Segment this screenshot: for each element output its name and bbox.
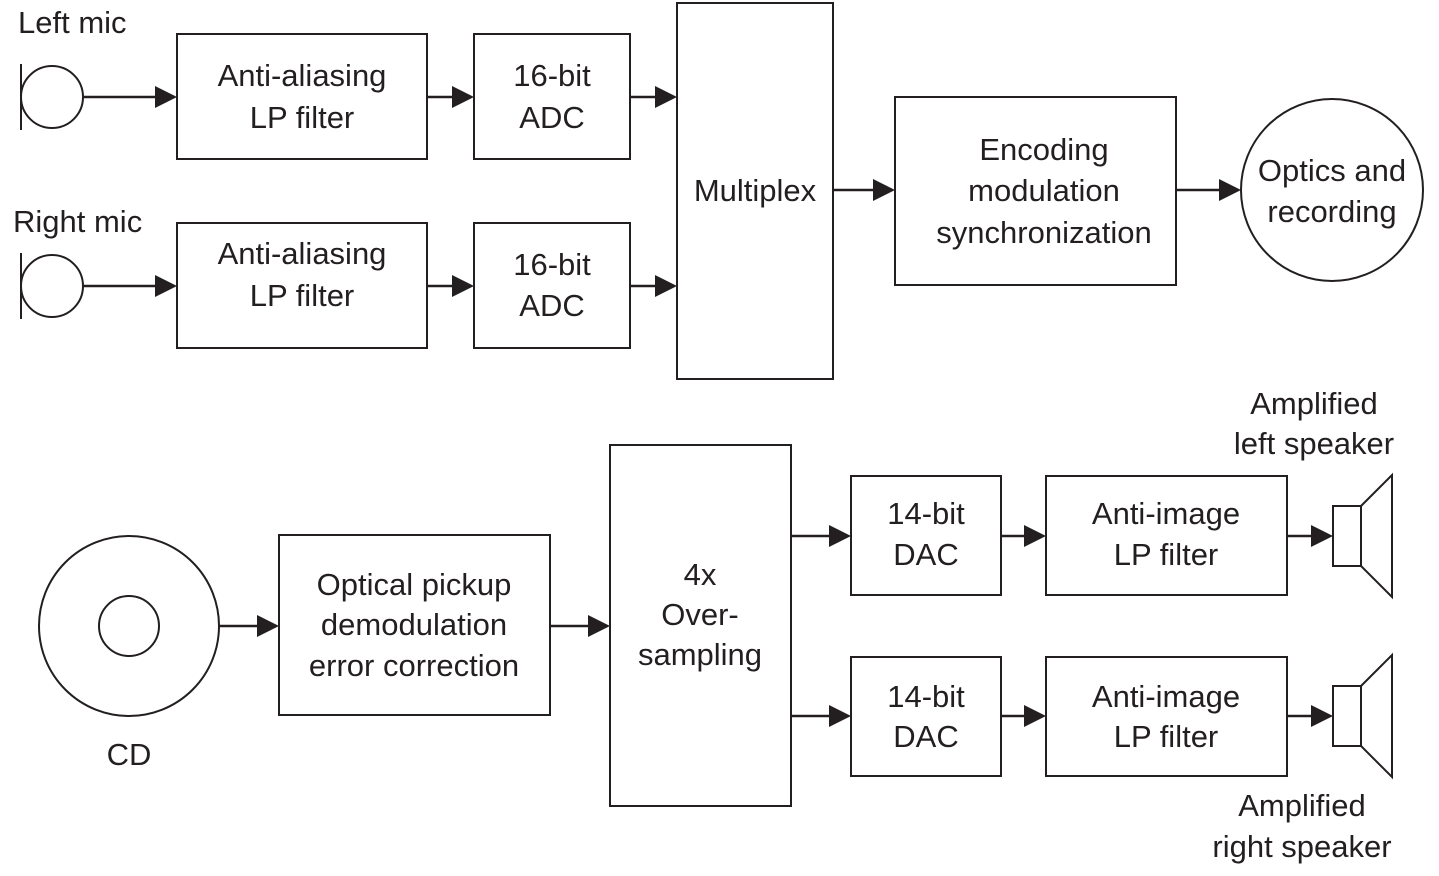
arrow-filter-to-adc-left bbox=[427, 86, 474, 108]
cd-label: CD bbox=[107, 737, 152, 772]
arrow-dac-bottom-to-antiimage bbox=[1001, 705, 1046, 727]
arrow-rightmic-to-filter bbox=[83, 275, 177, 297]
adc-left-line1: 16-bit bbox=[513, 58, 591, 93]
encoding-line1: Encoding bbox=[979, 132, 1108, 167]
right-speaker-label-line1: Amplified bbox=[1238, 788, 1366, 823]
arrow-antiimage-to-right-speaker bbox=[1287, 705, 1333, 727]
multiplex-block: Multiplex bbox=[676, 2, 834, 380]
antialias-right-line2: LP filter bbox=[250, 278, 355, 313]
oversampling-line2: Over- bbox=[661, 597, 739, 632]
arrow-filter-to-adc-right bbox=[427, 275, 474, 297]
right-speaker-icon bbox=[1332, 652, 1393, 780]
antiimage-top-line2: LP filter bbox=[1114, 537, 1219, 572]
arrow-multiplex-to-encoding bbox=[833, 179, 895, 201]
arrow-cd-to-pickup bbox=[219, 615, 279, 637]
adc-right: 16-bit ADC bbox=[473, 222, 631, 349]
encoding-line3: synchronization bbox=[936, 215, 1151, 250]
right-speaker-label-line2: right speaker bbox=[1212, 829, 1391, 864]
optics-line1: Optics and bbox=[1258, 153, 1406, 188]
adc-left-line2: ADC bbox=[519, 100, 584, 135]
encoding-block: Encoding modulation synchronization bbox=[894, 96, 1177, 286]
arrow-antiimage-to-left-speaker bbox=[1287, 525, 1333, 547]
left-mic-icon bbox=[20, 64, 84, 130]
dac-top-line1: 14-bit bbox=[887, 496, 965, 531]
arrow-dac-top-to-antiimage bbox=[1001, 525, 1046, 547]
optical-pickup-block: Optical pickup demodulation error correc… bbox=[278, 534, 551, 716]
pickup-line1: Optical pickup bbox=[317, 567, 512, 602]
right-mic-icon bbox=[20, 253, 84, 319]
adc-left: 16-bit ADC bbox=[473, 33, 631, 160]
dac-bottom-line2: DAC bbox=[893, 719, 958, 754]
left-speaker-icon bbox=[1332, 472, 1393, 600]
optics-line2: recording bbox=[1267, 194, 1396, 229]
antialias-filter-left: Anti-aliasing LP filter bbox=[176, 33, 428, 160]
left-mic-label: Left mic bbox=[18, 5, 127, 40]
arrow-oversampling-to-dac-top bbox=[791, 525, 851, 547]
cd-disc-icon bbox=[38, 535, 220, 717]
antiimage-filter-top: Anti-image LP filter bbox=[1045, 475, 1288, 596]
right-mic-label: Right mic bbox=[13, 204, 142, 239]
oversampling-line3: sampling bbox=[638, 637, 762, 672]
antiimage-bottom-line1: Anti-image bbox=[1092, 679, 1240, 714]
left-speaker-label-line2: left speaker bbox=[1234, 426, 1394, 461]
antialias-filter-right: Anti-aliasing LP filter bbox=[176, 222, 428, 349]
antiimage-top-line1: Anti-image bbox=[1092, 496, 1240, 531]
multiplex-label: Multiplex bbox=[694, 173, 817, 208]
adc-right-line1: 16-bit bbox=[513, 247, 591, 282]
dac-bottom: 14-bit DAC bbox=[850, 656, 1002, 777]
dac-bottom-line1: 14-bit bbox=[887, 679, 965, 714]
oversampling-block: 4x Over- sampling bbox=[609, 444, 792, 807]
arrow-leftmic-to-filter bbox=[83, 86, 177, 108]
dac-top-line2: DAC bbox=[893, 537, 958, 572]
arrow-oversampling-to-dac-bottom bbox=[791, 705, 851, 727]
oversampling-line1: 4x bbox=[684, 557, 717, 592]
dac-top: 14-bit DAC bbox=[850, 475, 1002, 596]
arrow-adc-right-to-multiplex bbox=[630, 275, 677, 297]
left-speaker-label-line1: Amplified bbox=[1250, 386, 1378, 421]
encoding-line2: modulation bbox=[968, 173, 1120, 208]
adc-right-line2: ADC bbox=[519, 288, 584, 323]
antialias-right-line1: Anti-aliasing bbox=[218, 236, 387, 271]
pickup-line3: error correction bbox=[309, 648, 519, 683]
antialias-left-line1: Anti-aliasing bbox=[218, 58, 387, 93]
antialias-left-line2: LP filter bbox=[250, 100, 355, 135]
arrow-adc-left-to-multiplex bbox=[630, 86, 677, 108]
arrow-pickup-to-oversampling bbox=[550, 615, 610, 637]
arrow-encoding-to-optics bbox=[1176, 179, 1241, 201]
optics-recording-node: Optics and recording bbox=[1240, 98, 1424, 282]
pickup-line2: demodulation bbox=[321, 607, 507, 642]
antiimage-bottom-line2: LP filter bbox=[1114, 719, 1219, 754]
antiimage-filter-bottom: Anti-image LP filter bbox=[1045, 656, 1288, 777]
